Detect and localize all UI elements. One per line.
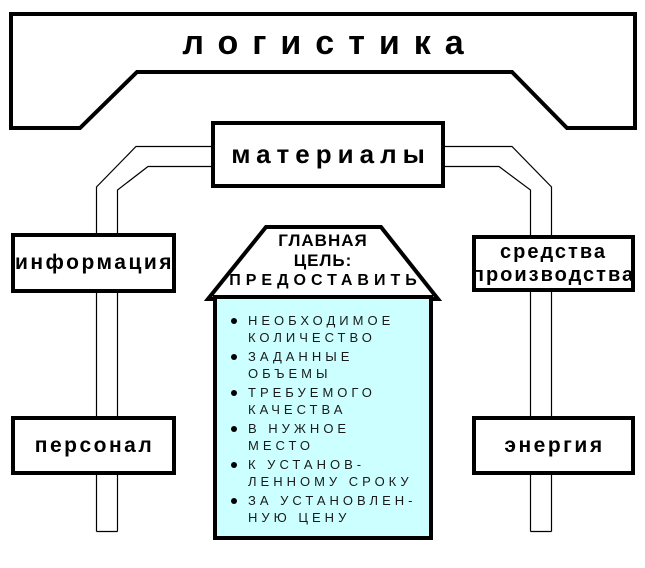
goal-box: НЕОБХОДИМОЕ КОЛИЧЕСТВО ЗАДАННЫЕ ОБЪЕМЫ Т… [213,295,433,540]
node-means-label-line2: производства [471,263,636,286]
goal-header-line2: ЦЕЛЬ: [293,251,353,270]
goal-item-line: ОБЪЕМЫ [248,366,332,381]
pipe-left [95,145,212,533]
goal-item: ТРЕБУЕМОГО КАЧЕСТВА [231,384,425,418]
goal-header-line1: ГЛАВНАЯ [278,231,368,250]
goal-item-line: НЕОБХОДИМОЕ [248,313,395,328]
goal-item-line: К УСТАНОВ- [248,457,366,472]
goal-item-line: В НУЖНОЕ [248,421,351,436]
goal-pentagon-shape [203,225,443,301]
node-information-label: информация [14,251,175,274]
goal-item-line: НУЮ ЦЕНУ [248,510,351,525]
page-title: логистика [182,23,478,62]
goal-item: В НУЖНОЕ МЕСТО [231,420,425,454]
goal-item-line: ЗАДАННЫЕ [248,349,354,364]
goal-list: НЕОБХОДИМОЕ КОЛИЧЕСТВО ЗАДАННЫЕ ОБЪЕМЫ Т… [217,299,429,526]
goal-item-line: ЗА УСТАНОВЛЕН- [248,493,417,508]
goal-header-line3: ПРЕДОСТАВИТЬ [229,272,422,289]
goal-item: ЗАДАННЫЕ ОБЪЕМЫ [231,348,425,382]
goal-item: К УСТАНОВ- ЛЕННОМУ СРОКУ [231,456,425,490]
goal-item: НЕОБХОДИМОЕ КОЛИЧЕСТВО [231,312,425,346]
goal-item-line: КАЧЕСТВА [248,402,347,417]
node-energy-label: энергия [504,433,605,457]
node-materials: материалы [211,121,445,188]
goal-item: ЗА УСТАНОВЛЕН- НУЮ ЦЕНУ [231,492,425,526]
node-means-of-production: средства производства [472,235,635,292]
goal-item-line: МЕСТО [248,438,314,453]
banner-ribbon-shape [9,12,637,130]
node-personnel: персонал [11,416,176,475]
node-personnel-label: персонал [34,433,155,457]
node-energy: энергия [472,416,635,475]
goal-item-line: ТРЕБУЕМОГО [248,385,376,400]
goal-item-line: КОЛИЧЕСТВО [248,330,376,345]
goal-item-line: ЛЕННОМУ СРОКУ [248,474,413,489]
node-means-label-line1: средства [500,240,607,263]
goal-header: ГЛАВНАЯ ЦЕЛЬ: ПРЕДОСТАВИТЬ [208,231,438,291]
node-information: информация [11,233,176,293]
pipe-right [444,145,553,533]
node-materials-label: материалы [231,139,431,169]
